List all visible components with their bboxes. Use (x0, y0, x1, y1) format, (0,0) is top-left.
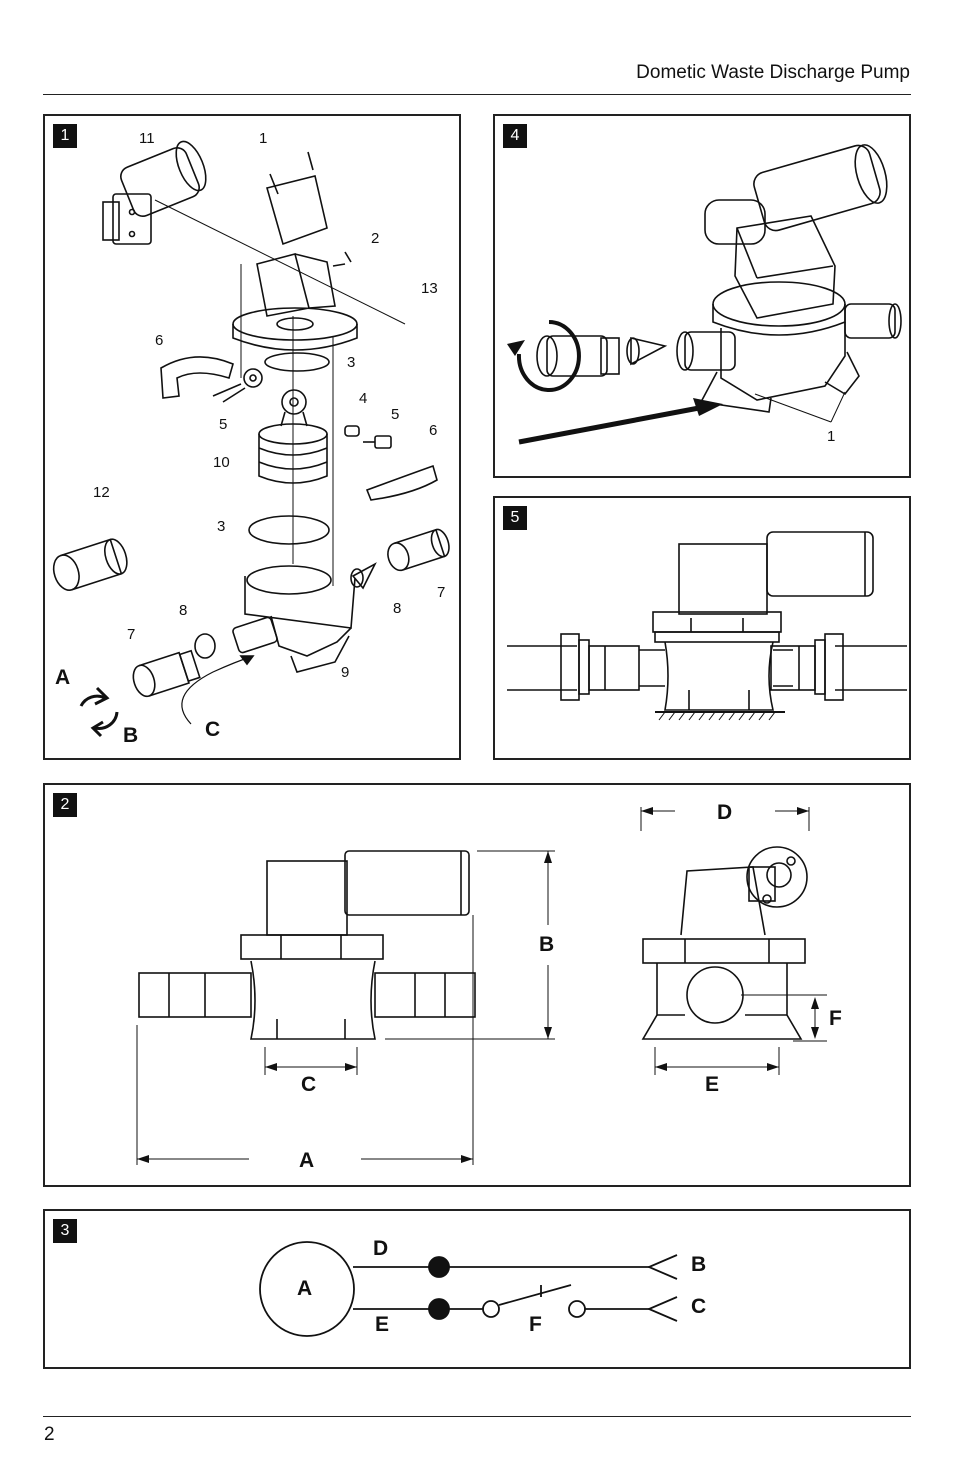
side-view-pump-drawing (641, 846, 808, 1040)
figure-5-badge: 5 (503, 506, 527, 530)
dimension-label-c: C (301, 1073, 317, 1096)
rotation-label-b: B (123, 724, 139, 747)
cover-plate-drawing (266, 175, 328, 246)
front-view-pump-drawing (138, 850, 476, 1040)
switch-contact-left (482, 1300, 500, 1318)
callout-7-left: 7 (127, 626, 136, 643)
installed-pump-drawing (507, 531, 907, 721)
dimension-label-a: A (299, 1149, 315, 1172)
figure-1-badge: 1 (53, 124, 77, 148)
motor-symbol (259, 1241, 355, 1337)
header-rule (43, 94, 911, 95)
callout-3-bottom: 3 (217, 518, 226, 535)
pump-assembly-drawing (507, 144, 902, 445)
callout-1: 1 (259, 130, 268, 147)
diagram-label-a: A (297, 1277, 313, 1300)
connector-c (646, 1296, 678, 1322)
diagram-label-e: E (375, 1313, 390, 1336)
callout-13: 13 (421, 280, 438, 297)
switch-lever (498, 1284, 572, 1306)
wiring-schematic (259, 1241, 678, 1337)
callout-6-left: 6 (155, 332, 164, 349)
callout-11: 11 (139, 130, 155, 147)
motor-part-drawing (102, 140, 207, 245)
page-number: 2 (44, 1424, 55, 1445)
callout-4: 4 (359, 390, 368, 407)
figure-2-dimensions: 2 (43, 783, 911, 1187)
exploded-pump-drawing (52, 140, 450, 738)
figure-3-wiring-diagram: 3 A B C D E F (43, 1209, 911, 1369)
dimension-label-b: B (539, 933, 555, 956)
callout-6-right: 6 (429, 422, 438, 439)
document-title: Dometic Waste Discharge Pump (636, 62, 910, 83)
diagram-label-b: B (691, 1253, 707, 1276)
terminal-dot-upper (428, 1256, 450, 1278)
footer-rule (43, 1416, 911, 1417)
figure-3-badge: 3 (53, 1219, 77, 1243)
figure-2-badge: 2 (53, 793, 77, 817)
callout-3-top: 3 (347, 354, 356, 371)
figure-5-installed-view: 5 (493, 496, 911, 760)
hose-adapter-drawing (52, 538, 128, 591)
switch-contact-right (568, 1300, 586, 1318)
dimension-label-d: D (717, 801, 733, 824)
figure-4-pump-assembly: 4 1 (493, 114, 911, 478)
dimension-label-e: E (705, 1073, 720, 1096)
dimension-label-f: F (829, 1007, 842, 1030)
callout-2: 2 (371, 230, 380, 247)
callout-8-left: 8 (179, 602, 188, 619)
clamp-half-right-drawing (365, 464, 438, 501)
callout-12: 12 (93, 484, 110, 501)
diagram-label-f: F (529, 1313, 542, 1336)
rotation-label-a: A (55, 666, 71, 689)
callout-5-left: 5 (219, 416, 228, 433)
clamp-half-left-drawing (160, 356, 234, 399)
diagram-label-c: C (691, 1295, 707, 1318)
dimension-drawing (136, 807, 827, 1165)
callout-10: 10 (213, 454, 230, 471)
callout-1: 1 (827, 428, 836, 445)
callout-5-right: 5 (391, 406, 400, 423)
callout-9: 9 (341, 664, 350, 681)
terminal-dot-lower (428, 1298, 450, 1320)
connector-b (646, 1254, 678, 1280)
flow-label-c: C (205, 718, 221, 741)
callout-7-right: 7 (437, 584, 446, 601)
callout-8-right: 8 (393, 600, 402, 617)
diagram-label-d: D (373, 1237, 389, 1260)
figure-1-exploded-view: 1 (43, 114, 461, 760)
figure-4-badge: 4 (503, 124, 527, 148)
